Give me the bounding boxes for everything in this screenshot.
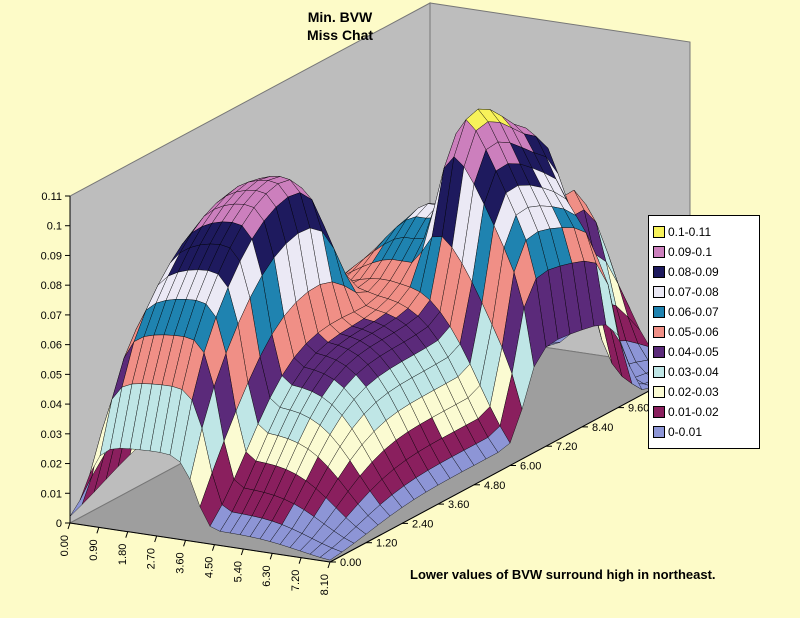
x-tick-mark [154, 535, 158, 543]
y-tick-label: 3.60 [448, 499, 469, 511]
legend-swatch [653, 386, 665, 398]
legend: 0.1-0.11 0.09-0.1 0.08-0.09 0.07-0.08 0.06-0… [648, 215, 760, 449]
legend-label: 0.1-0.11 [668, 225, 712, 239]
y-tick-label: 9.60 [628, 403, 649, 415]
z-tick-label: 0.03 [41, 429, 62, 441]
x-tick-mark [298, 557, 302, 564]
surface-cell [319, 547, 343, 561]
legend-entry: 0.05-0.06 [653, 322, 759, 342]
x-tick-label: 7.20 [290, 570, 302, 591]
z-tick-label: 0.05 [41, 369, 62, 381]
x-tick-mark [183, 540, 187, 547]
legend-swatch [653, 366, 665, 378]
legend-swatch [653, 286, 665, 298]
legend-entry: 0.01-0.02 [653, 402, 759, 422]
x-tick-label: 0.00 [59, 535, 71, 556]
legend-entry: 0.03-0.04 [653, 362, 759, 382]
legend-label: 0.08-0.09 [668, 265, 719, 279]
chart-annotation: Lower values of BVW surround high in nor… [410, 567, 716, 582]
z-tick-label: 0 [56, 518, 62, 530]
z-tick-label: 0.04 [41, 399, 62, 411]
chart-title: Min. BVW [307, 9, 373, 25]
legend-entry: 0-0.01 [653, 422, 759, 442]
legend-entry: 0.04-0.05 [653, 342, 759, 362]
y-tick-label: 6.00 [520, 461, 541, 473]
z-tick-label: 0.1 [47, 221, 62, 233]
x-tick-label: 2.70 [146, 548, 158, 569]
legend-swatch [653, 306, 665, 318]
x-tick-label: 8.10 [319, 574, 331, 595]
legend-entry: 0.1-0.11 [653, 222, 759, 242]
x-tick-label: 4.50 [203, 557, 215, 578]
z-tick-label: 0.01 [41, 488, 62, 500]
legend-swatch [653, 246, 665, 258]
legend-label: 0.01-0.02 [668, 405, 719, 419]
legend-swatch [653, 266, 665, 278]
legend-label: 0.09-0.1 [668, 245, 713, 259]
legend-label: 0.05-0.06 [668, 325, 719, 339]
z-tick-label: 0.02 [41, 459, 62, 471]
z-tick-label: 0.06 [41, 340, 62, 352]
legend-swatch [653, 326, 665, 338]
y-tick-label: 2.40 [412, 518, 433, 530]
x-tick-mark [67, 522, 71, 530]
x-tick-mark [240, 548, 244, 556]
legend-entry: 0.08-0.09 [653, 262, 759, 282]
legend-entry: 0.07-0.08 [653, 282, 759, 302]
legend-label: 0.02-0.03 [668, 385, 719, 399]
y-tick-label: 4.80 [484, 480, 505, 492]
legend-label: 0.06-0.07 [668, 305, 719, 319]
x-tick-label: 3.60 [175, 552, 187, 573]
y-tick-label: 8.40 [592, 422, 613, 434]
x-axis-line [69, 522, 331, 563]
x-tick-label: 6.30 [261, 565, 273, 586]
legend-swatch [653, 226, 665, 238]
y-tick-label: 1.20 [376, 538, 397, 550]
legend-label: 0-0.01 [668, 425, 703, 439]
z-tick-label: 0.08 [41, 280, 62, 292]
x-tick-mark [211, 544, 215, 551]
legend-label: 0.07-0.08 [668, 285, 719, 299]
legend-swatch [653, 426, 665, 438]
legend-swatch [653, 346, 665, 358]
x-tick-mark [327, 561, 331, 569]
legend-entry: 0.02-0.03 [653, 382, 759, 402]
legend-swatch [653, 406, 665, 418]
x-tick-label: 1.80 [117, 544, 129, 565]
y-tick-label: 7.20 [556, 441, 577, 453]
y-tick-label: 0.00 [340, 557, 361, 569]
x-tick-mark [269, 553, 273, 560]
x-tick-label: 5.40 [232, 561, 244, 582]
x-tick-mark [125, 531, 129, 538]
legend-entry: 0.06-0.07 [653, 302, 759, 322]
x-tick-label: 0.90 [88, 539, 100, 560]
chart-subtitle: Miss Chat [306, 27, 374, 43]
legend-label: 0.04-0.05 [668, 345, 719, 359]
z-tick-label: 0.07 [41, 310, 62, 322]
z-tick-label: 0.11 [41, 191, 62, 203]
legend-entry: 0.09-0.1 [653, 242, 759, 262]
x-tick-mark [96, 527, 100, 534]
z-tick-label: 0.09 [41, 250, 62, 262]
legend-label: 0.03-0.04 [668, 365, 719, 379]
